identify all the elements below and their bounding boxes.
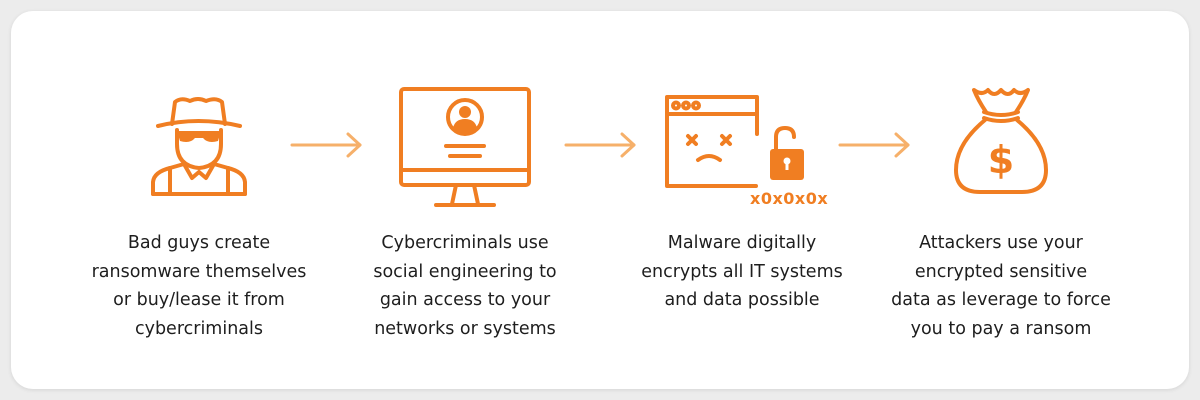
step-3-description: Malware digitally encrypts all IT system… (641, 233, 843, 310)
arrow-right-icon (290, 132, 362, 158)
svg-text:$: $ (988, 138, 1014, 182)
money-bag-icon: $ (954, 88, 1048, 194)
encrypted-data-label: x0x0x0x (750, 189, 829, 208)
step-4-description: Attackers use your encrypted sensitive d… (891, 233, 1111, 339)
infected-browser-window-icon (665, 95, 804, 188)
step-1-description: Bad guys create ransomware themselves or… (91, 233, 307, 339)
hacker-icon (151, 97, 247, 196)
step-2-description: Cybercriminals use social engineering to… (373, 233, 557, 339)
computer-monitor-user-icon (399, 87, 531, 207)
process-card (11, 11, 1189, 389)
arrow-right-icon (564, 132, 636, 158)
arrow-right-icon (838, 132, 910, 158)
